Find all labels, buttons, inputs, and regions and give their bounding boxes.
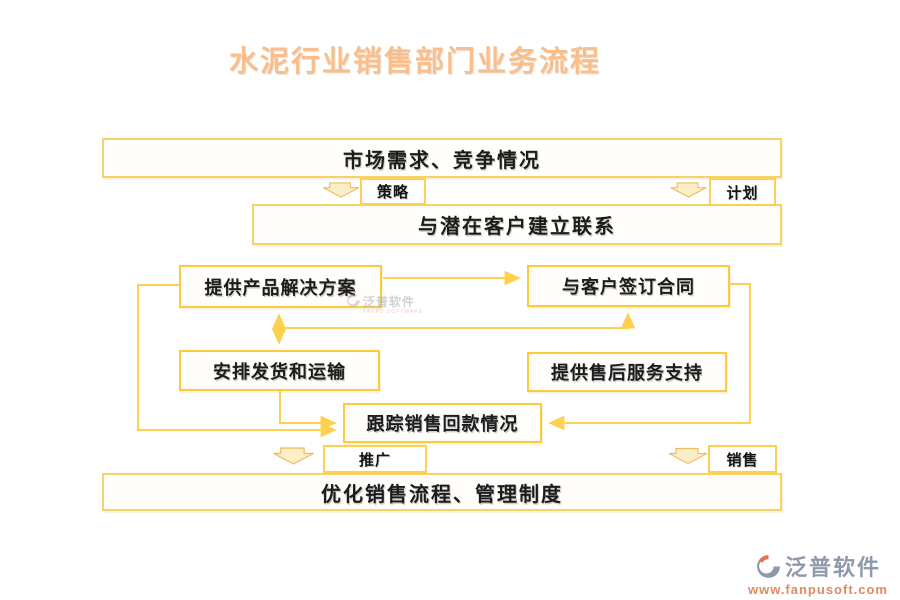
flow-box-contract-label: 与客户签订合同 [562, 277, 695, 297]
tag-sales-label: 销售 [726, 451, 759, 469]
flow-box-optimize: 优化销售流程、管理制度 [102, 473, 782, 511]
tag-sales: 销售 [708, 445, 777, 473]
vendor-logo: 泛普软件 www.fanpusoft.com [748, 550, 888, 597]
arrow-branch-to-contract [279, 312, 636, 329]
arrow-left-bracket-to-payment [137, 284, 337, 438]
flow-box-market: 市场需求、竞争情况 [102, 138, 782, 178]
arrow-contract-to-payment [548, 283, 751, 431]
tag-plan-label: 计划 [726, 184, 759, 202]
vendor-logo-name: 泛普软件 [784, 555, 881, 580]
tag-promotion-label: 推广 [358, 451, 391, 469]
tag-promotion: 推广 [323, 445, 427, 473]
tag-plan: 计划 [709, 178, 776, 206]
flow-box-aftersales: 提供售后服务支持 [527, 352, 727, 392]
block-down-arrow-strategy [322, 182, 360, 198]
block-down-arrow-sales [668, 447, 708, 465]
flow-box-payment: 跟踪销售回款情况 [343, 403, 542, 443]
tag-strategy-label: 策略 [376, 184, 409, 201]
watermark-subtext: FANPU SOFTWARE [363, 309, 424, 315]
vendor-logo-icon [757, 554, 780, 578]
tag-strategy: 策略 [360, 178, 426, 205]
flow-box-contract: 与客户签订合同 [527, 265, 730, 307]
flow-box-market-label: 市场需求、竞争情况 [343, 149, 541, 172]
flow-box-payment-label: 跟踪销售回款情况 [366, 414, 519, 434]
page-title: 水泥行业销售部门业务流程 [228, 46, 601, 78]
watermark-logo-icon [347, 294, 360, 307]
watermark: 泛普软件 FANPU SOFTWARE [346, 293, 423, 315]
flow-box-shipping: 安排发货和运输 [179, 350, 380, 391]
flow-box-solution-label: 提供产品解决方案 [204, 277, 357, 298]
flow-box-contact-label: 与潜在客户建立联系 [418, 216, 616, 238]
flow-box-shipping-label: 安排发货和运输 [213, 361, 346, 382]
flow-box-solution: 提供产品解决方案 [179, 265, 382, 308]
vendor-logo-url[interactable]: www.fanpusoft.com [747, 582, 888, 597]
block-down-arrow-plan [670, 182, 707, 198]
block-down-arrow-promotion [273, 447, 314, 465]
watermark-name: 泛普软件 [363, 295, 416, 309]
flow-box-optimize-label: 优化销售流程、管理制度 [321, 483, 563, 506]
arrow-shipping-to-payment [279, 391, 337, 431]
flow-box-aftersales-label: 提供售后服务支持 [551, 363, 703, 383]
flow-box-contact: 与潜在客户建立联系 [252, 204, 782, 245]
